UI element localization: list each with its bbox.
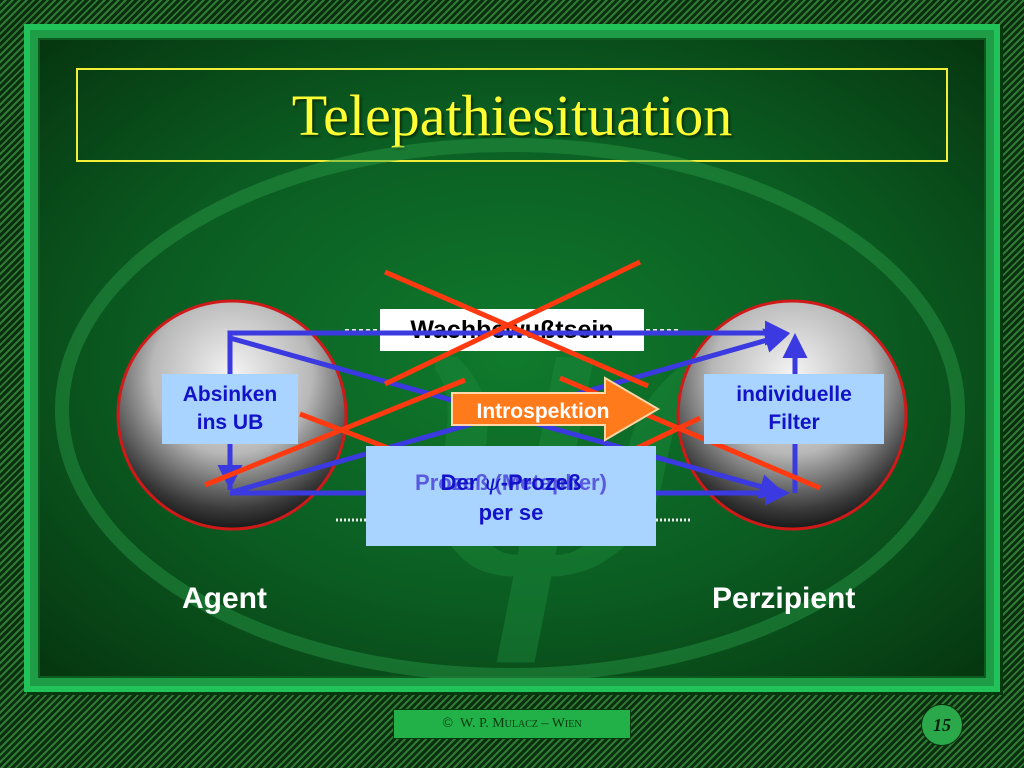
introspektion-label: Introspektion <box>476 400 609 423</box>
footer-copyright: © W. P. Mulacz – Wien <box>393 709 631 739</box>
page-title: Telepathiesituation <box>291 82 733 148</box>
watermark-ellipse <box>55 138 965 682</box>
individuelle-filter-box: individuelle Filter <box>704 374 884 444</box>
psi-watermark-icon: ψ <box>380 186 715 675</box>
psi-symbol: ψ <box>483 471 501 496</box>
wachbewusstsein-label: Wachbewußtsein <box>380 309 644 351</box>
behind-center-text: Prozeß (Metapher) <box>415 470 607 495</box>
page-number-badge: 15 <box>921 704 963 746</box>
perzipient-label: Perzipient <box>712 582 856 615</box>
red-cross-left-a <box>204 377 466 488</box>
arrow-right-icon <box>451 376 660 442</box>
absinken-box: Absinken ins UB <box>162 374 298 444</box>
red-cross-top-b <box>383 259 642 387</box>
agent-label: Agent <box>182 582 267 615</box>
title-box: Telepathiesituation <box>76 68 948 162</box>
red-cross-top-a <box>384 269 649 389</box>
psi-process-box: Prozeß (Metapher) Der ψ-Prozeß per se <box>366 446 656 546</box>
